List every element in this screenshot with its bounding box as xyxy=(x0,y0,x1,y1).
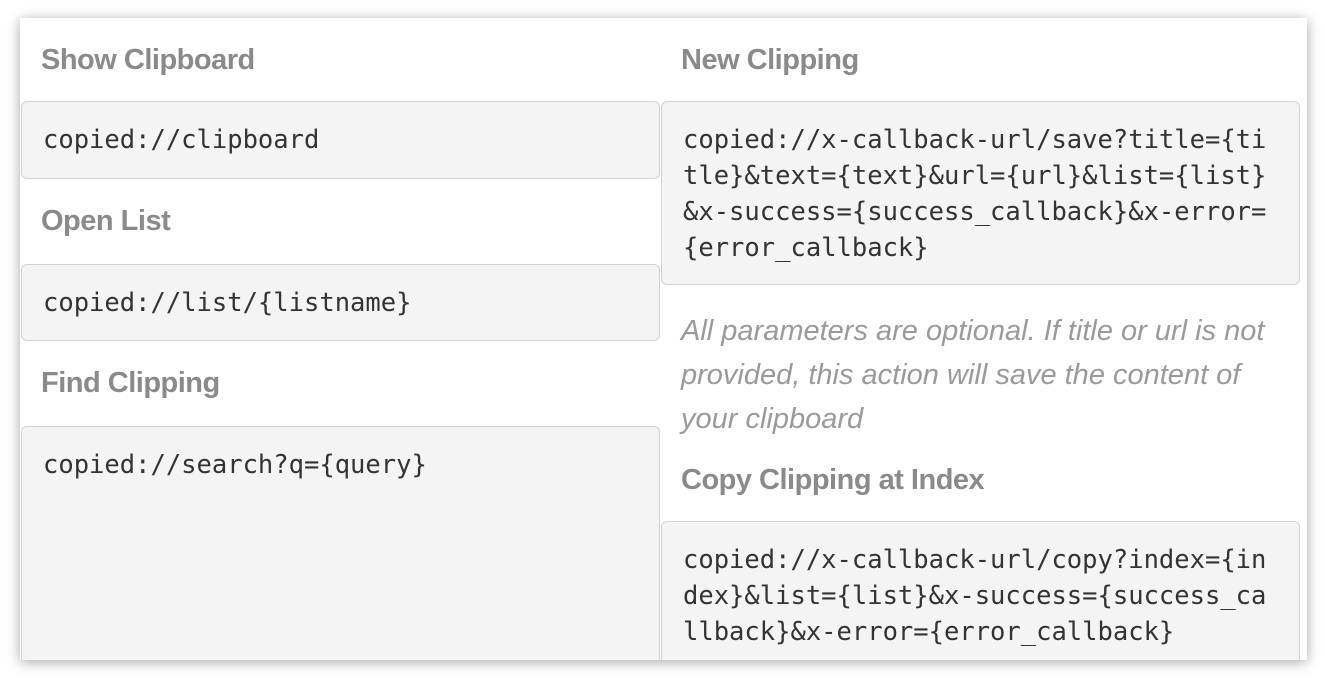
show-clipboard-code: copied://clipboard xyxy=(43,125,320,155)
copy-clipping-at-index-code: copied://x-callback-url/copy?index={inde… xyxy=(683,545,1267,647)
show-clipboard-code-box[interactable]: copied://clipboard xyxy=(21,101,660,179)
new-clipping-heading: New Clipping xyxy=(681,44,859,76)
find-clipping-code-box[interactable]: copied://search?q={query} xyxy=(21,426,660,660)
new-clipping-code-box[interactable]: copied://x-callback-url/save?title={titl… xyxy=(661,101,1300,285)
url-scheme-reference-window: Show Clipboard copied://clipboard Open L… xyxy=(20,18,1307,660)
open-list-code-box[interactable]: copied://list/{listname} xyxy=(21,264,660,341)
copy-clipping-at-index-heading: Copy Clipping at Index xyxy=(681,464,985,496)
new-clipping-code: copied://x-callback-url/save?title={titl… xyxy=(683,125,1267,263)
find-clipping-code: copied://search?q={query} xyxy=(43,450,427,480)
parameters-note: All parameters are optional. If title or… xyxy=(681,315,1265,435)
show-clipboard-heading: Show Clipboard xyxy=(41,44,255,76)
find-clipping-heading: Find Clipping xyxy=(41,367,220,399)
open-list-heading: Open List xyxy=(41,205,171,237)
copy-clipping-at-index-code-box[interactable]: copied://x-callback-url/copy?index={inde… xyxy=(661,521,1300,660)
open-list-code: copied://list/{listname} xyxy=(43,288,412,318)
